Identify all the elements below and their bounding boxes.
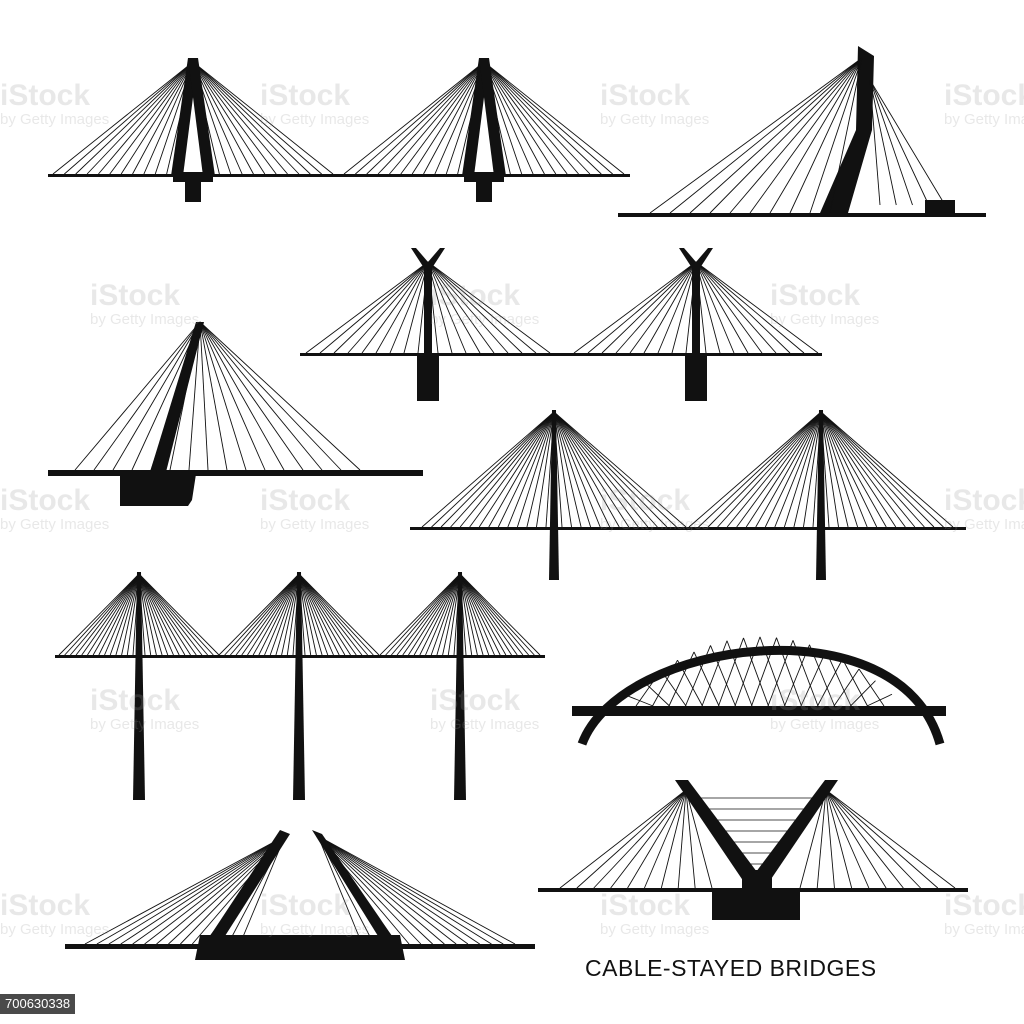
triple-pylon-bridge xyxy=(55,572,545,800)
v-pylon-bridge xyxy=(538,780,968,920)
twin-y-pylon-bridge xyxy=(300,248,822,401)
single-leaning-pylon-bridge xyxy=(618,46,986,217)
page-title: CABLE-STAYED BRIDGES xyxy=(585,955,877,981)
twin-a-frame-pylon-bridge xyxy=(48,58,630,202)
inclined-pylon-bridge xyxy=(48,321,423,506)
twin-tall-pylon-bridge xyxy=(410,410,966,580)
split-v-pylon-bridge xyxy=(65,830,535,960)
arch-bridge xyxy=(572,636,946,746)
stock-id-badge: 700630338 xyxy=(0,994,76,1014)
